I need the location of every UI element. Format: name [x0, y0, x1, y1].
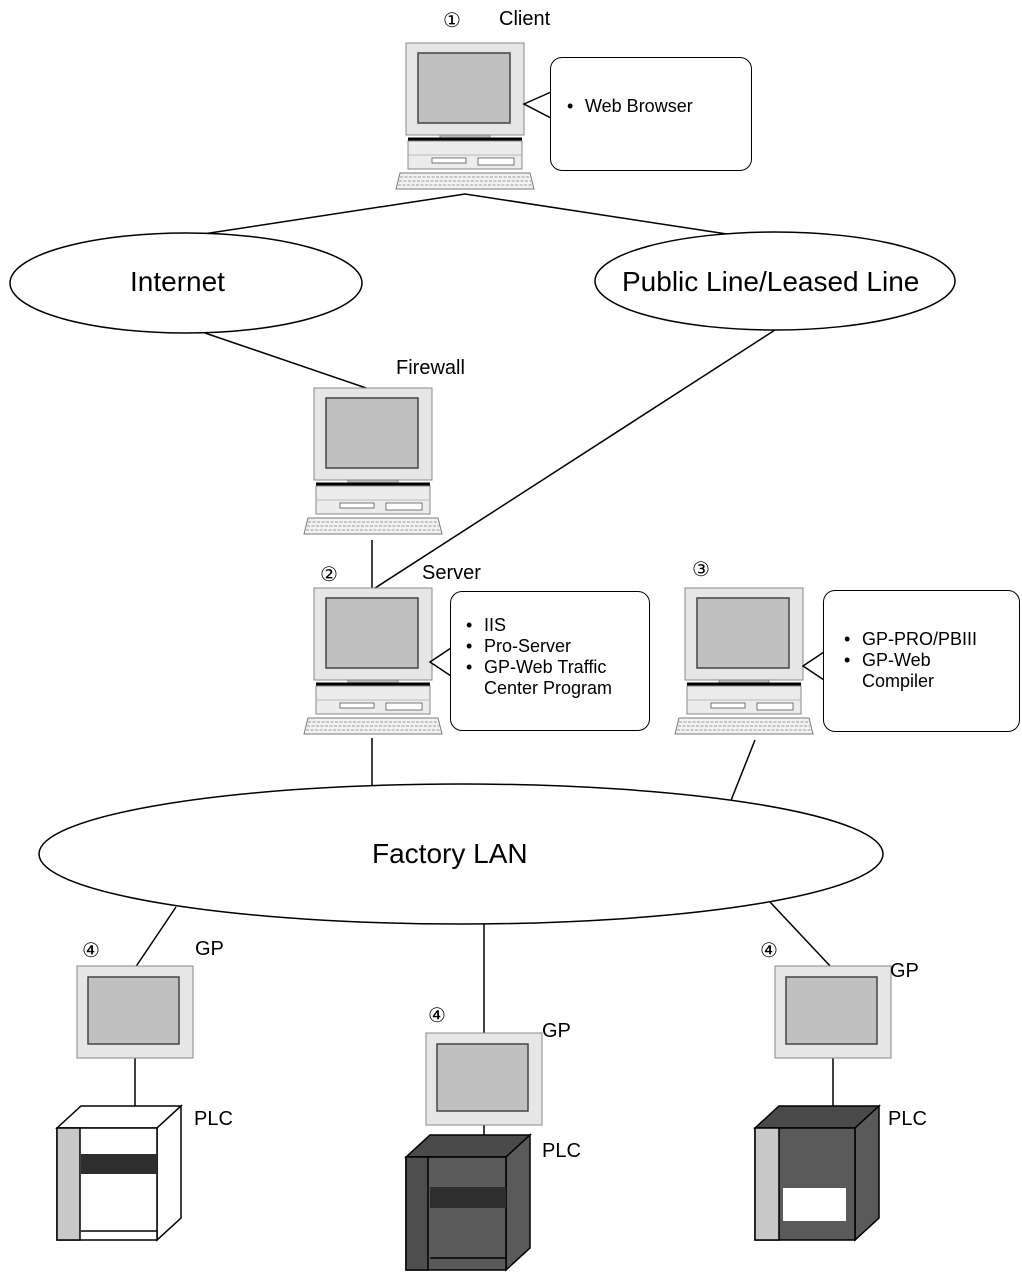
server-software-item: GP-Web Traffic — [466, 657, 649, 678]
server-software-item: Pro-Server — [466, 636, 649, 657]
gp-unit-middle — [425, 1032, 543, 1126]
editor-callout: GP-PRO/PBIII GP-Web Compiler — [823, 590, 1020, 732]
client-label: Client — [499, 8, 551, 30]
gp-right-number: ④ — [760, 940, 778, 962]
server-computer — [302, 586, 444, 736]
plc-left — [55, 1104, 183, 1242]
editor-software-continuation: Compiler — [862, 671, 935, 691]
firewall-label: Firewall — [396, 357, 465, 379]
client-callout: Web Browser — [550, 57, 752, 171]
internet-cloud — [9, 232, 363, 334]
server-software-continuation: Center Program — [484, 678, 613, 698]
editor-software-list: GP-PRO/PBIII GP-Web — [844, 629, 1019, 671]
server-label: Server — [422, 562, 481, 584]
server-callout: IIS Pro-Server GP-Web Traffic Center Pro… — [450, 591, 650, 731]
editor-software-item: GP-PRO/PBIII — [844, 629, 1019, 650]
client-number: ① — [443, 10, 461, 32]
public-line-label: Public Line/Leased Line — [622, 266, 920, 297]
connection-lines — [134, 193, 834, 1140]
gp-unit-left — [76, 965, 194, 1059]
plc-middle — [404, 1133, 532, 1272]
client-software-item: Web Browser — [567, 96, 751, 117]
gp-middle-label: GP — [542, 1020, 571, 1042]
server-software-item: IIS — [466, 615, 649, 636]
server-number: ② — [320, 564, 338, 586]
gp-right-label: GP — [890, 960, 919, 982]
gp-unit-right — [774, 965, 892, 1059]
factory-lan-label: Factory LAN — [372, 838, 528, 869]
firewall-computer — [302, 386, 444, 536]
client-software-list: Web Browser — [567, 96, 751, 117]
server-software-list: IIS Pro-Server GP-Web Traffic — [466, 615, 649, 678]
client-computer — [394, 41, 536, 191]
editor-computer — [673, 586, 815, 736]
plc-middle-label: PLC — [542, 1140, 581, 1162]
gp-left-label: GP — [195, 938, 224, 960]
editor-software-item: GP-Web — [844, 650, 1019, 671]
editor-number: ③ — [692, 559, 710, 581]
plc-right — [753, 1104, 881, 1242]
public-line-cloud — [594, 231, 956, 331]
factory-lan-cloud — [38, 783, 884, 925]
internet-label: Internet — [130, 266, 225, 297]
plc-right-label: PLC — [888, 1108, 927, 1130]
gp-left-number: ④ — [82, 940, 100, 962]
gp-middle-number: ④ — [428, 1005, 446, 1027]
plc-left-label: PLC — [194, 1108, 233, 1130]
